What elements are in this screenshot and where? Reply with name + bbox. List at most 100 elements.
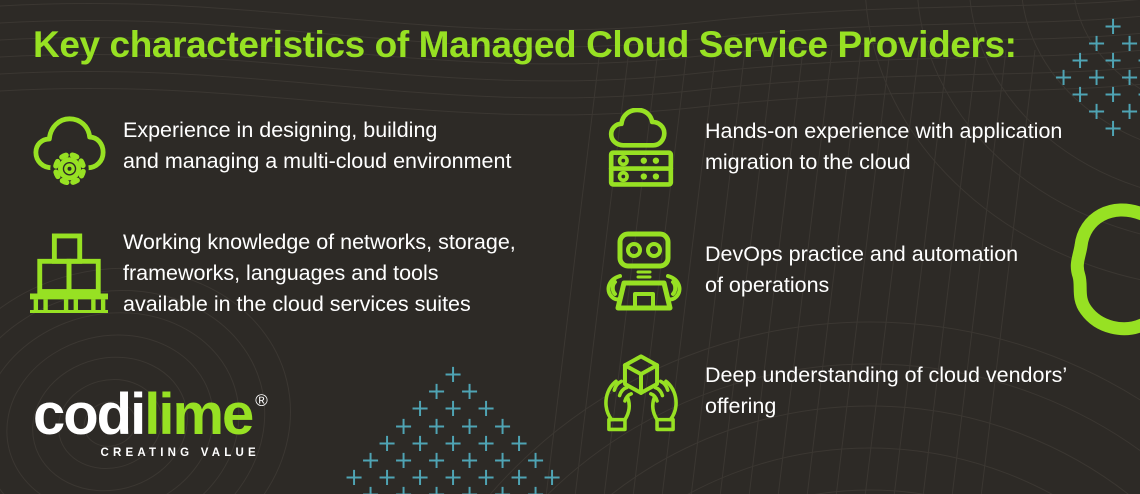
plus-glyph: +	[475, 394, 497, 423]
robot-icon	[604, 230, 684, 314]
contour-line	[632, 49, 688, 494]
plus-glyph: +	[1119, 63, 1140, 91]
plus-glyph: +	[426, 445, 447, 474]
contour-line	[0, 267, 291, 494]
feature-text: Deep understanding of cloud vendors’ off…	[705, 360, 1067, 422]
feature-line: frameworks, languages and tools	[123, 261, 439, 285]
plus-glyph: +	[459, 480, 479, 494]
plus-glyph: +	[393, 445, 414, 474]
contour-line	[0, 0, 1139, 31]
plus-glyph: +	[1086, 63, 1107, 91]
contour-line	[57, 378, 163, 470]
codilime-wordmark: codilime®	[33, 386, 268, 444]
registered-mark: ®	[255, 391, 268, 410]
green-blob-decoration	[1070, 203, 1140, 336]
contour-line	[864, 49, 920, 494]
cloud-server-icon	[608, 108, 674, 190]
plus-glyph: +	[1119, 28, 1140, 57]
plus-glyph: +	[525, 480, 545, 494]
plus-glyph: +	[1102, 11, 1124, 40]
plus-glyph: +	[1086, 28, 1107, 57]
plus-glyph: +	[1136, 46, 1140, 74]
contour-line	[980, 49, 1036, 494]
contour-line	[545, 49, 601, 494]
hands-cube-icon	[600, 351, 682, 433]
contour-line	[611, 405, 1129, 494]
feature-line: offering	[705, 394, 777, 418]
feature-line: of operations	[705, 273, 830, 297]
plus-glyph: +	[1086, 97, 1107, 126]
feature-line: and managing a multi-cloud environment	[123, 149, 512, 173]
contour-line	[0, 312, 240, 494]
plus-glyph: +	[475, 428, 497, 457]
contour-line	[951, 49, 1007, 494]
plus-glyph: +	[492, 445, 513, 474]
plus-glyph: +	[442, 428, 464, 457]
plus-glyph: +	[426, 411, 447, 440]
feature-line: Working knowledge of networks, storage,	[123, 230, 516, 254]
codilime-logo: codilime® CREATING VALUE	[33, 386, 268, 460]
plus-glyph: +	[393, 480, 413, 494]
plus-glyph: +	[376, 428, 398, 457]
feature-line: Hands-on experience with application	[705, 119, 1063, 143]
plus-glyph: +	[426, 480, 446, 494]
plus-glyph: +	[475, 463, 497, 491]
plus-glyph: +	[1102, 114, 1124, 143]
cloud-gear-icon	[33, 112, 106, 189]
plus-glyph: +	[459, 445, 480, 474]
contour-line	[777, 49, 833, 494]
plus-glyph: +	[541, 463, 563, 491]
logo-tagline: CREATING VALUE	[100, 447, 260, 459]
feature-line: available in the cloud services suites	[123, 292, 471, 316]
plus-glyph: +	[459, 377, 480, 406]
contour-line	[922, 49, 978, 494]
logo-lime: lime	[144, 382, 254, 447]
plus-glyph: +	[1053, 63, 1074, 91]
page-title: Key characteristics of Managed Cloud Ser…	[33, 24, 1017, 65]
contour-line	[893, 49, 949, 494]
contour-line	[0, 15, 1140, 48]
plus-glyph: +	[1069, 45, 1091, 74]
contour-line	[6, 334, 214, 494]
plus-glyph: +	[1119, 97, 1140, 126]
plus-glyph: +	[360, 480, 380, 494]
plus-glyph: +	[525, 445, 546, 474]
feature-line: Deep understanding of cloud vendors’	[705, 363, 1068, 387]
logo-codi: codi	[33, 382, 146, 447]
contour-line	[0, 66, 1140, 99]
plus-glyph: +	[1102, 80, 1124, 109]
contour-line	[690, 49, 746, 494]
contour-line	[489, 321, 1140, 494]
plus-glyph: +	[1069, 80, 1091, 109]
plus-glyph: +	[343, 463, 365, 491]
contour-line	[806, 49, 862, 494]
plus-glyph: +	[508, 428, 530, 457]
contour-line	[748, 49, 804, 494]
plus-glyph: +	[508, 463, 530, 491]
plus-glyph: +	[426, 377, 447, 406]
pallet-boxes-icon	[30, 232, 108, 314]
plus-glyph: +	[409, 428, 431, 457]
contour-line	[83, 401, 137, 447]
plus-glyph: +	[442, 360, 464, 389]
plus-glyph: +	[492, 411, 513, 440]
plus-glyph: +	[1102, 45, 1124, 74]
feature-line: DevOps practice and automation	[705, 242, 1019, 266]
contour-line	[0, 49, 1140, 82]
feature-text: Working knowledge of networks, storage, …	[123, 227, 516, 320]
feature-line: Experience in designing, building	[123, 118, 438, 142]
contour-line	[835, 49, 891, 494]
feature-line: migration to the cloud	[705, 150, 911, 174]
contour-line	[719, 49, 775, 494]
plus-glyph: +	[459, 411, 480, 440]
feature-text: Hands-on experience with application mig…	[705, 116, 1062, 178]
plus-glyph: +	[1136, 80, 1140, 108]
plus-glyph: +	[409, 463, 431, 491]
feature-text: Experience in designing, building and ma…	[123, 115, 511, 177]
contour-line	[687, 447, 1053, 494]
plus-glyph: +	[442, 463, 464, 491]
contour-line	[547, 363, 1140, 494]
plus-glyph: +	[360, 445, 381, 474]
plus-glyph: +	[442, 394, 464, 423]
